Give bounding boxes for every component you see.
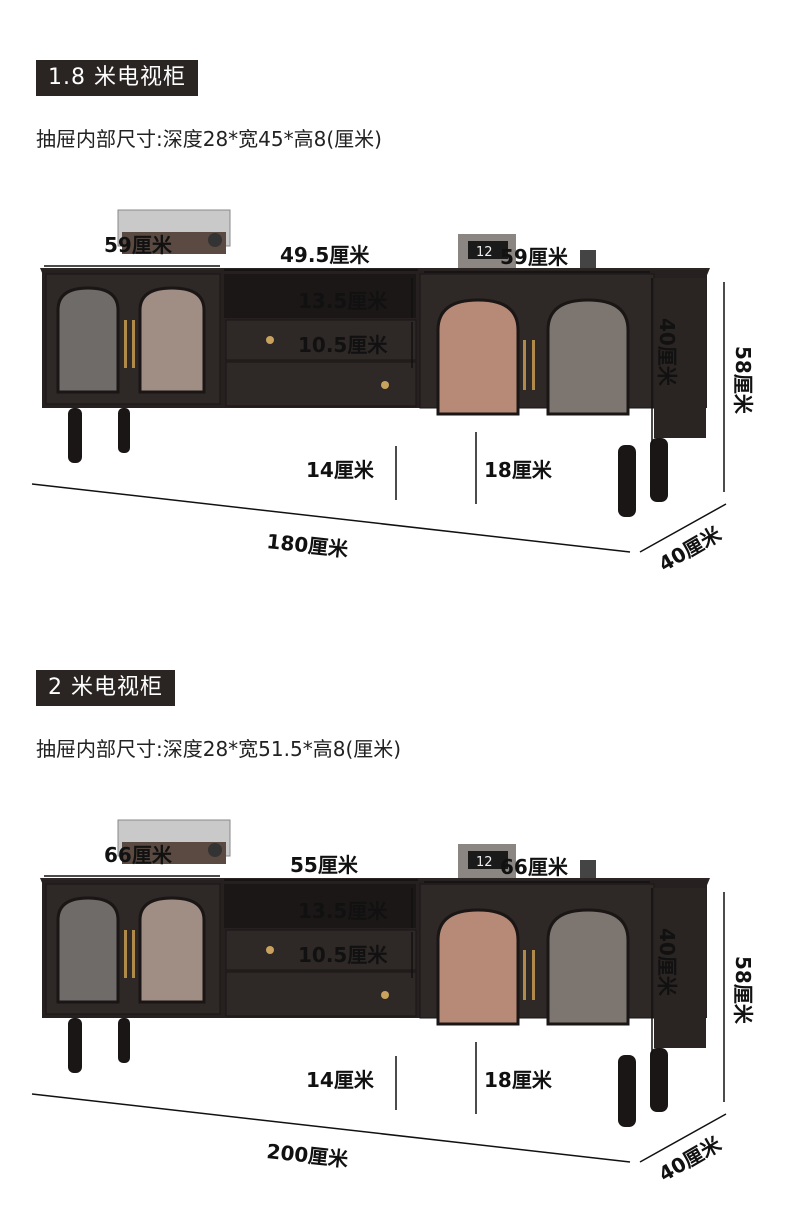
tv-cabinet-180-section: 1.8 米电视柜 抽屉内部尺寸:深度28*宽45*高8(厘米) 12 (0, 0, 790, 600)
dim-total-height: 58厘米 (731, 956, 755, 1025)
dim-left-width: 66厘米 (104, 843, 173, 867)
right-door-compartment (419, 883, 706, 1048)
clock-decor: 12 (458, 844, 596, 878)
dim-left-leg: 14厘米 (306, 458, 375, 482)
dim-door-height: 40厘米 (655, 318, 679, 387)
dim-door-height: 40厘米 (655, 928, 679, 997)
dim-right-width: 59厘米 (500, 245, 569, 269)
dim-total-length: 180厘米 (265, 529, 350, 562)
cabinet-legs (68, 408, 668, 517)
middle-drawer-compartment (224, 884, 417, 1017)
dim-depth: 40厘米 (655, 521, 727, 576)
dim-right-leg: 18厘米 (484, 1068, 553, 1092)
dim-lower-drawer: 10.5厘米 (298, 333, 388, 357)
cabinet-legs (68, 1018, 668, 1127)
record-player-decor (117, 209, 231, 254)
dim-total-height: 58厘米 (731, 346, 755, 415)
record-player-decor (117, 819, 231, 864)
cabinet-diagram: 12 (31, 819, 755, 1186)
clock-decor: 12 (458, 234, 596, 268)
cabinet-diagram: 12 (31, 209, 755, 576)
dim-right-leg: 18厘米 (484, 458, 553, 482)
clock-digits: 12 (476, 245, 493, 260)
dim-depth: 40厘米 (655, 1131, 727, 1186)
section-title-badge: 2 米电视柜 (36, 670, 175, 706)
clock-digits: 12 (476, 855, 493, 870)
left-door-compartment (45, 883, 221, 1015)
dimension-lines (31, 875, 727, 1163)
tv-cabinet-200-section: 2 米电视柜 抽屉内部尺寸:深度28*宽51.5*高8(厘米) 12 (0, 610, 790, 1210)
dim-lower-drawer: 10.5厘米 (298, 943, 388, 967)
dim-upper-drawer: 13.5厘米 (298, 289, 388, 313)
section-title-badge: 1.8 米电视柜 (36, 60, 198, 96)
dim-left-leg: 14厘米 (306, 1068, 375, 1092)
middle-drawer-compartment (224, 274, 417, 407)
drawer-spec-text: 抽屉内部尺寸:深度28*宽51.5*高8(厘米) (36, 737, 402, 761)
dimension-lines (31, 265, 727, 553)
dim-total-length: 200厘米 (265, 1139, 350, 1172)
dim-upper-drawer: 13.5厘米 (298, 899, 388, 923)
left-door-compartment (45, 273, 221, 405)
dim-left-width: 59厘米 (104, 233, 173, 257)
right-door-compartment (419, 273, 706, 438)
dim-right-width: 66厘米 (500, 855, 569, 879)
dim-middle-width: 55厘米 (290, 853, 359, 877)
drawer-spec-text: 抽屉内部尺寸:深度28*宽45*高8(厘米) (36, 127, 382, 151)
dim-middle-width: 49.5厘米 (280, 243, 370, 267)
